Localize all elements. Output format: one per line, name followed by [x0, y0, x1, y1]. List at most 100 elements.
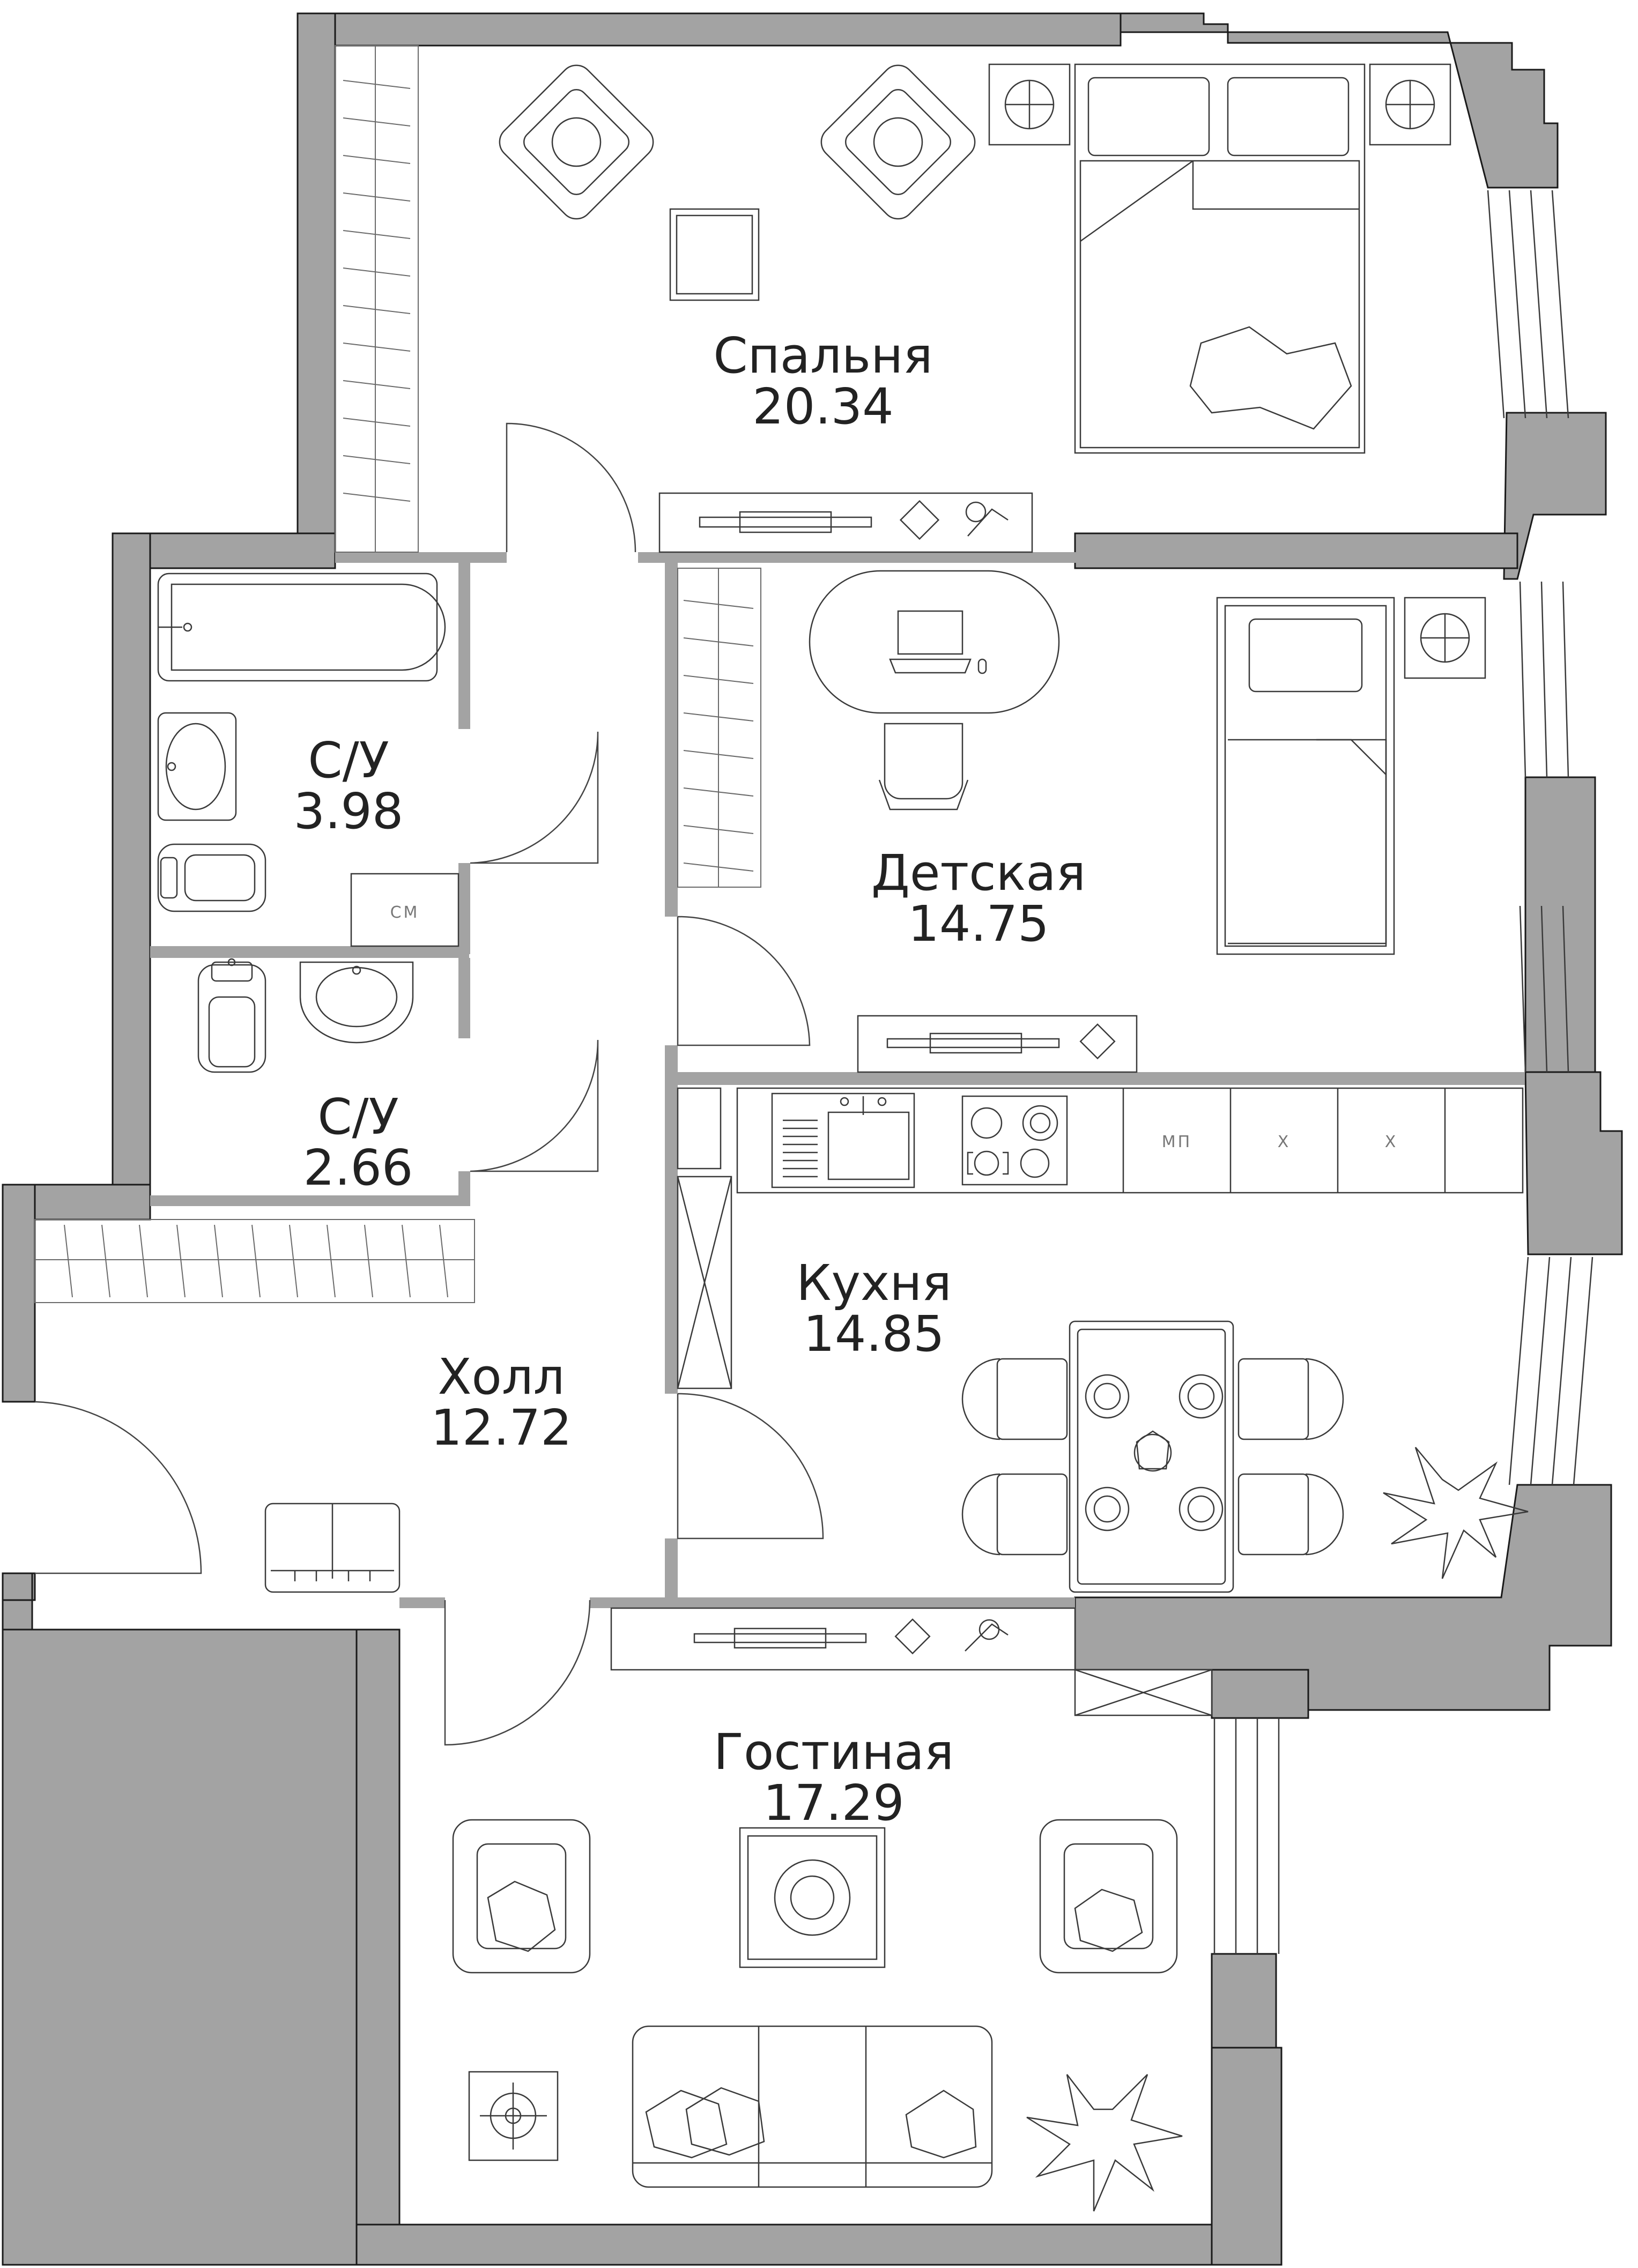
- wall-bottom-left: [2, 1572, 358, 2266]
- bedroom-double-bed: [1074, 63, 1366, 454]
- partition-baths: [150, 946, 469, 958]
- room-kitchen: Кухня 14.85: [796, 1254, 952, 1363]
- bedroom-armchair-left: [499, 64, 654, 220]
- door-bath2: [470, 1039, 599, 1172]
- dishwasher-label: МП: [1162, 1133, 1192, 1151]
- room-labels: Спальня 20.34 С/У 3.98 Детская 14.75 С/У…: [294, 327, 1086, 1832]
- room-hall-name: Холл: [438, 1348, 565, 1406]
- kitchen-counter: [736, 1087, 1524, 1194]
- bedroom-coffee-table: [669, 208, 760, 301]
- room-kitchen-area: 14.85: [803, 1305, 944, 1363]
- partition-nursery-kitchen: [678, 1072, 1525, 1085]
- door-entrance: [34, 1401, 202, 1574]
- partition-hall-livingroom: [399, 1597, 445, 1608]
- door-nursery: [677, 916, 811, 1046]
- interior-partitions: [150, 552, 1525, 1608]
- hall-furniture: [34, 1219, 475, 1593]
- wall-left-upper: [297, 12, 336, 561]
- livingroom-floor-lamp: [468, 2071, 559, 2161]
- livingroom-plant: [1026, 2074, 1183, 2212]
- livingroom-cabinet: [1074, 1669, 1213, 1716]
- fridge-1-label: Х: [1278, 1133, 1291, 1151]
- livingroom-furniture: [452, 1607, 1213, 2212]
- room-bedroom-name: Спальня: [713, 327, 932, 384]
- nursery-desk: [809, 570, 1060, 714]
- kitchen-chair-2: [961, 1473, 1068, 1556]
- room-hall-area: 12.72: [431, 1399, 572, 1456]
- wall-livingroom-right-bottom: [1211, 2047, 1283, 2266]
- wall-kitchen-right-pier: [1524, 1071, 1623, 1255]
- kitchen-chair-1: [961, 1358, 1068, 1440]
- livingroom-tv-console: [610, 1607, 1076, 1671]
- wall-bedroom-right-pier: [1503, 412, 1607, 580]
- room-bath2-area: 2.66: [303, 1139, 413, 1196]
- room-livingroom-area: 17.29: [763, 1774, 904, 1832]
- hall-bench: [264, 1503, 401, 1593]
- kitchen-pantry-lower: [677, 1176, 732, 1389]
- partition-bedroom-hall: [335, 552, 507, 563]
- window-bedroom: [1487, 190, 1569, 419]
- door-livingroom: [444, 1600, 591, 1746]
- livingroom-armchair-left: [452, 1819, 591, 1974]
- bedroom-nightstand-right: [1369, 63, 1451, 146]
- wall-livingroom-right-upper: [1211, 1669, 1309, 1719]
- kitchen-furniture: МП Х Х: [677, 1087, 1529, 1593]
- door-kitchen: [677, 1393, 824, 1540]
- partition-kitchen-left-upper: [665, 1045, 678, 1394]
- livingroom-coffee-table: [739, 1827, 886, 1968]
- fridge-1: Х: [1278, 1133, 1291, 1151]
- kitchen-chair-3: [1237, 1358, 1344, 1440]
- nursery-tv-console: [857, 1015, 1138, 1073]
- room-kitchen-name: Кухня: [796, 1254, 952, 1312]
- wall-left-entry: [2, 1184, 36, 1403]
- livingroom-armchair-right: [1039, 1819, 1178, 1974]
- dishwasher: МП: [1162, 1133, 1192, 1151]
- nursery-bed: [1216, 597, 1395, 955]
- room-bath2: С/У 2.66: [303, 1088, 413, 1196]
- bath1-toilet: [157, 843, 266, 912]
- partition-kitchen-livingroom: [590, 1597, 1075, 1608]
- bedroom-wardrobe: [335, 45, 419, 553]
- room-bath1-area: 3.98: [294, 783, 404, 840]
- partition-bath2-right-upper: [458, 958, 470, 1038]
- nursery-nightstand: [1404, 597, 1486, 679]
- partition-bedroom-nursery: [638, 552, 1078, 563]
- nursery-chair: [878, 723, 969, 810]
- room-bath1: С/У 3.98: [294, 732, 404, 840]
- kitchen-dining-table: [1069, 1320, 1234, 1593]
- room-nursery: Детская 14.75: [871, 844, 1086, 953]
- bath2-sink: [299, 961, 414, 1044]
- door-bath1: [470, 731, 599, 864]
- window-nursery: [1519, 581, 1569, 1073]
- kitchen-plant: [1383, 1447, 1529, 1579]
- room-bath2-name: С/У: [317, 1088, 398, 1146]
- wall-bedroom-bottom: [1074, 532, 1518, 569]
- door-bedroom: [506, 422, 636, 553]
- exterior-walls: [2, 12, 1623, 2266]
- wall-top-left: [297, 12, 1122, 47]
- wall-bottom-main: [355, 2224, 1277, 2266]
- bedroom-nightstand-left: [988, 63, 1071, 146]
- room-livingroom-name: Гостиная: [714, 1723, 954, 1781]
- kitchen-sink: [771, 1092, 915, 1188]
- wall-top-right-corner: [1120, 12, 1559, 189]
- partition-kitchen-left-lower: [665, 1538, 678, 1600]
- doors: [34, 422, 824, 1746]
- bedroom-furniture: [335, 45, 1451, 553]
- fridge-2: Х: [1385, 1133, 1398, 1151]
- bath1-sink: [157, 712, 237, 821]
- window-kitchen: [1508, 1256, 1593, 1485]
- room-bedroom-area: 20.34: [752, 378, 893, 435]
- fridge-2-label: Х: [1385, 1133, 1398, 1151]
- washing-machine: СМ: [350, 873, 459, 947]
- bathtub: [157, 572, 438, 682]
- kitchen-cooktop: [961, 1095, 1068, 1186]
- room-bath1-name: С/У: [308, 732, 389, 789]
- kitchen-chair-4: [1237, 1473, 1344, 1556]
- room-livingroom: Гостиная 17.29: [714, 1723, 954, 1832]
- bath2-fixtures: [197, 958, 414, 1073]
- room-nursery-name: Детская: [871, 844, 1086, 902]
- window-livingroom: [1213, 1718, 1280, 1954]
- kitchen-pantry-upper: [677, 1087, 722, 1170]
